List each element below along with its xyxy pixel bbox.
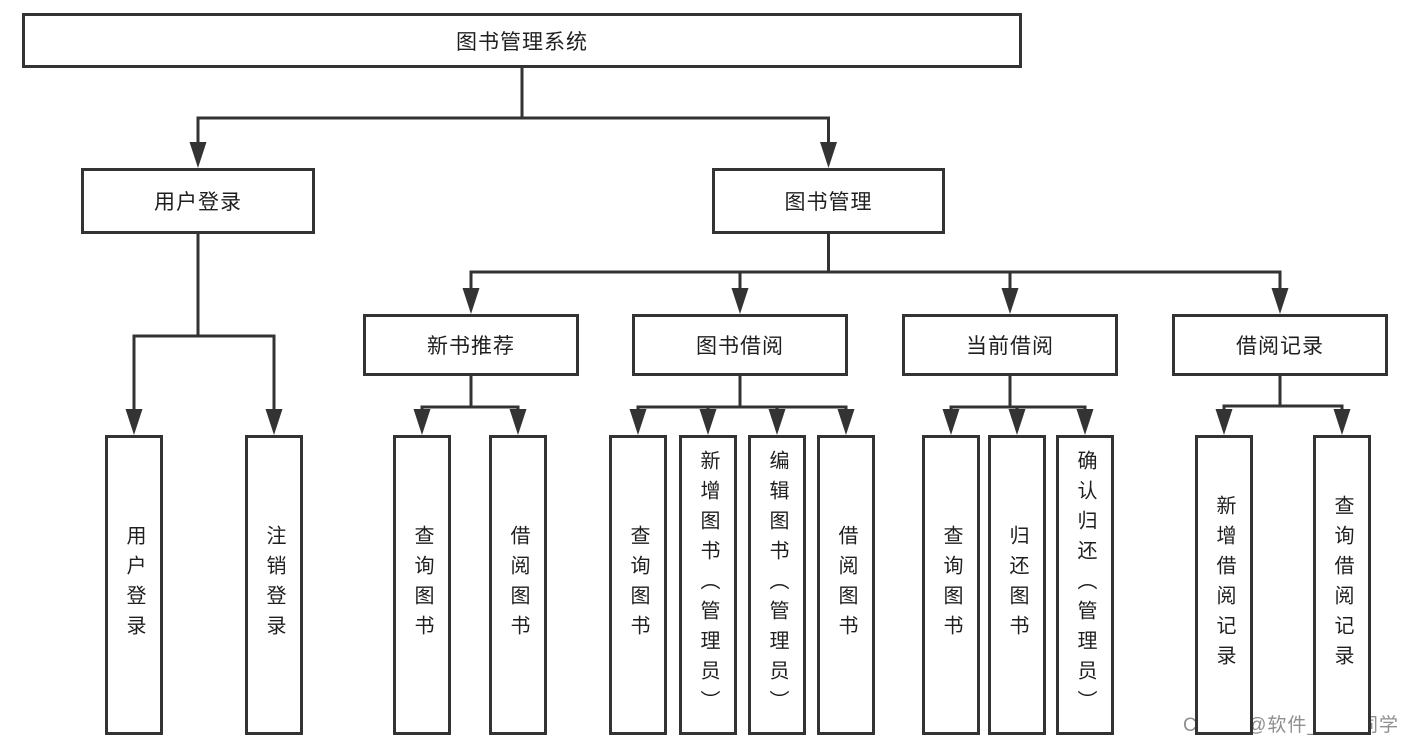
diagram-node-leaf-query-record: 查询借阅记录 [1313, 435, 1371, 735]
diagram-node-label: 当前借阅 [966, 335, 1054, 358]
arrowhead-down-icon [699, 409, 717, 435]
diagram-node-current-borrow: 当前借阅 [902, 314, 1118, 376]
diagram-node-leaf-return-book: 归还图书 [988, 435, 1046, 735]
diagram-node-book-mgmt: 图书管理 [712, 168, 945, 234]
diagram-node-label: 查询图书 [627, 525, 649, 645]
diagram-node-leaf-borrow-book-2: 借阅图书 [817, 435, 875, 735]
arrowhead-down-icon [1215, 409, 1233, 435]
diagram-node-label: 图书管理系统 [456, 30, 588, 54]
arrowhead-down-icon [1333, 409, 1351, 435]
diagram-node-label: 查询图书 [411, 525, 433, 645]
diagram-node-label: 用户登录 [154, 191, 242, 214]
diagram-node-new-book-rec: 新书推荐 [363, 314, 579, 376]
diagram-node-label: 归还图书 [1006, 525, 1028, 645]
diagram-node-leaf-query-book-2: 查询图书 [609, 435, 667, 735]
diagram-node-leaf-edit-book: 编辑图书（管理员） [748, 435, 806, 735]
arrowhead-down-icon [1008, 409, 1026, 435]
diagram-node-label: 用户登录 [123, 525, 145, 645]
arrowhead-down-icon [125, 409, 143, 435]
arrowhead-down-icon [462, 288, 480, 314]
diagram-node-leaf-user-login: 用户登录 [105, 435, 163, 735]
diagram-node-leaf-add-record: 新增借阅记录 [1195, 435, 1253, 735]
diagram-node-leaf-query-book-1: 查询图书 [393, 435, 451, 735]
arrowhead-down-icon [413, 409, 431, 435]
diagram-node-label: 编辑图书（管理员） [766, 450, 788, 720]
arrowhead-down-icon [820, 142, 837, 168]
arrowhead-down-icon [1076, 409, 1094, 435]
diagram-node-label: 新增图书（管理员） [697, 450, 719, 720]
arrowhead-down-icon [837, 409, 855, 435]
diagram-node-label: 新书推荐 [427, 335, 515, 358]
arrowhead-down-icon [731, 288, 749, 314]
arrowhead-down-icon [189, 142, 207, 168]
arrowhead-down-icon [265, 409, 283, 435]
diagram-node-leaf-logout: 注销登录 [245, 435, 303, 735]
diagram-node-root: 图书管理系统 [22, 13, 1022, 68]
diagram-node-user-login: 用户登录 [81, 168, 315, 234]
diagram-node-label: 借阅记录 [1236, 335, 1324, 358]
arrowhead-down-icon [942, 409, 960, 435]
arrowhead-down-icon [509, 409, 527, 435]
diagram-node-borrow-record: 借阅记录 [1172, 314, 1388, 376]
diagram-node-label: 借阅图书 [507, 525, 529, 645]
diagram-node-label: 查询图书 [940, 525, 962, 645]
arrowhead-down-icon [1271, 288, 1289, 314]
diagram-node-label: 图书管理 [784, 191, 873, 214]
diagram-node-leaf-confirm-return: 确认归还（管理员） [1056, 435, 1114, 735]
diagram-node-label: 注销登录 [263, 525, 285, 645]
arrowhead-down-icon [629, 409, 647, 435]
diagram-node-book-borrow: 图书借阅 [632, 314, 848, 376]
diagram-node-leaf-query-book-3: 查询图书 [922, 435, 980, 735]
diagram-node-leaf-add-book: 新增图书（管理员） [679, 435, 737, 735]
diagram-node-leaf-borrow-book-1: 借阅图书 [489, 435, 547, 735]
arrowhead-down-icon [768, 409, 786, 435]
diagram-node-label: 查询借阅记录 [1331, 495, 1353, 675]
arrowhead-down-icon [1001, 288, 1019, 314]
diagram-node-label: 借阅图书 [835, 525, 857, 645]
diagram-node-label: 图书借阅 [696, 335, 784, 358]
diagram-node-label: 新增借阅记录 [1213, 495, 1235, 675]
diagram-node-label: 确认归还（管理员） [1074, 450, 1096, 720]
